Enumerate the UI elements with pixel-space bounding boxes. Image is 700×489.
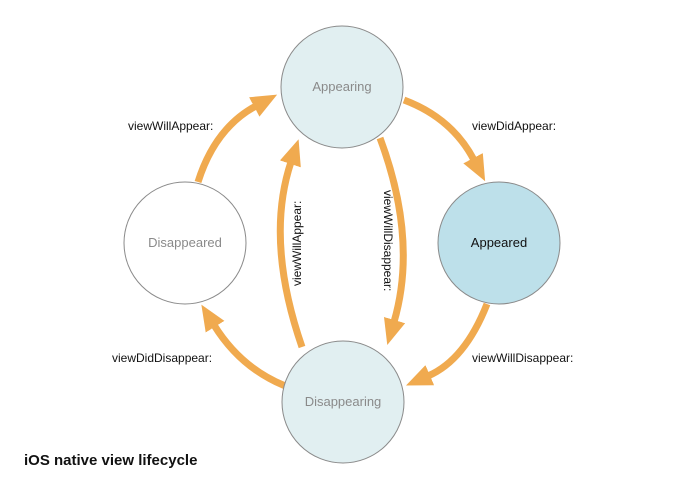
node-disappearing-circle [281,340,405,464]
node-appearing-label: Appearing [312,79,371,94]
diagram-title: iOS native view lifecycle [24,452,198,469]
arrow-appearing-to-appeared [402,96,486,182]
node-disappeared-circle [123,181,247,305]
node-disappeared: Disappeared [123,181,247,305]
node-disappearing-label: Disappearing [305,394,382,409]
label-appearing-to-appeared: viewDidAppear: [472,119,556,133]
label-disappearing-to-disappeared: viewDidDisappear: [112,351,212,365]
arrow-disappeared-to-appearing [194,94,278,184]
arrow-disappearing-to-appearing [276,139,306,349]
node-appeared-circle [437,181,561,305]
node-appeared-label: Appeared [471,235,527,250]
label-disappearing-to-appearing: viewWillAppear: [290,201,304,286]
label-appeared-to-disappearing: viewWillDisappear: [472,351,573,365]
node-appeared: Appeared [437,181,561,305]
node-appearing: Appearing [280,25,404,149]
node-disappeared-label: Disappeared [148,235,222,250]
arrow-appeared-to-disappearing [405,302,491,386]
node-appearing-circle [280,25,404,149]
label-appearing-to-disappearing: viewWillDisappear: [381,190,395,291]
label-disappeared-to-appearing: viewWillAppear: [128,119,213,133]
node-disappearing: Disappearing [281,340,405,464]
arrow-appearing-to-disappearing [376,136,407,346]
